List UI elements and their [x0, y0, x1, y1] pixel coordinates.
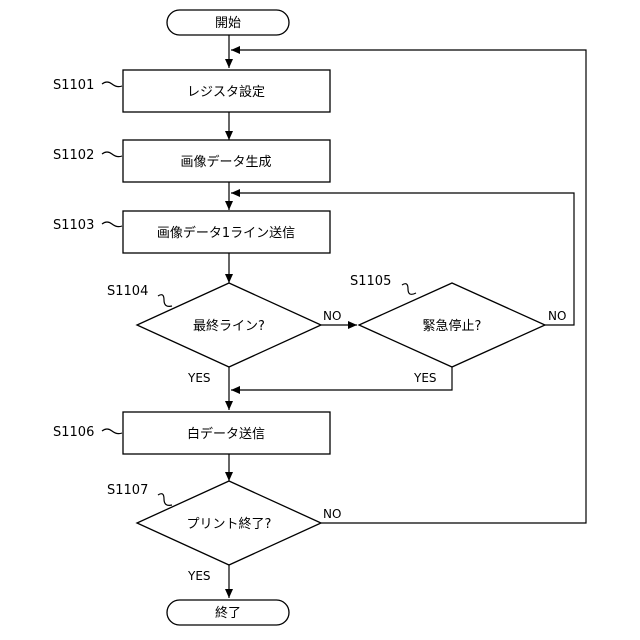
- step-label-s1103: S1103: [53, 218, 94, 233]
- process-label-s1101: レジスタ設定: [187, 84, 265, 100]
- edge-label-s1105-yes: YES: [413, 371, 437, 385]
- leader-s1103: [102, 222, 122, 227]
- process-label-s1103: 画像データ1ライン送信: [157, 225, 295, 241]
- leader-s1105: [402, 284, 416, 295]
- step-label-s1105: S1105: [350, 274, 391, 289]
- edge-label-s1105-no: NO: [548, 309, 566, 323]
- step-label-s1101: S1101: [53, 78, 94, 93]
- process-s1106: 白データ送信: [123, 412, 330, 454]
- start-label: 開始: [215, 16, 241, 31]
- decision-label-s1104: 最終ライン?: [193, 318, 265, 334]
- edge-label-s1107-yes: YES: [187, 569, 211, 583]
- decision-s1104: 最終ライン?: [137, 283, 321, 367]
- edge-label-s1104-yes: YES: [187, 371, 211, 385]
- edge-label-s1107-no: NO: [323, 507, 341, 521]
- decision-s1105: 緊急停止?: [359, 283, 545, 367]
- leader-s1107: [158, 494, 172, 506]
- step-label-s1106: S1106: [53, 425, 94, 440]
- end-node: 終了: [167, 600, 289, 625]
- end-label: 終了: [215, 605, 241, 621]
- process-s1101: レジスタ設定: [123, 70, 330, 112]
- step-label-s1102: S1102: [53, 148, 94, 163]
- step-label-s1104: S1104: [107, 284, 148, 299]
- leader-s1106: [102, 429, 122, 434]
- leader-s1101: [102, 82, 122, 87]
- process-label-s1106: 白データ送信: [187, 426, 265, 442]
- edge-label-s1104-no: NO: [323, 309, 341, 323]
- process-label-s1102: 画像データ生成: [180, 154, 271, 170]
- step-label-s1107: S1107: [107, 483, 148, 498]
- process-s1103: 画像データ1ライン送信: [123, 211, 330, 253]
- start-node: 開始: [167, 10, 289, 35]
- leader-s1102: [102, 152, 122, 157]
- leader-s1104: [158, 295, 172, 307]
- decision-label-s1107: プリント終了?: [187, 516, 272, 532]
- decision-label-s1105: 緊急停止?: [423, 318, 482, 334]
- decision-s1107: プリント終了?: [137, 481, 321, 565]
- process-s1102: 画像データ生成: [123, 140, 330, 182]
